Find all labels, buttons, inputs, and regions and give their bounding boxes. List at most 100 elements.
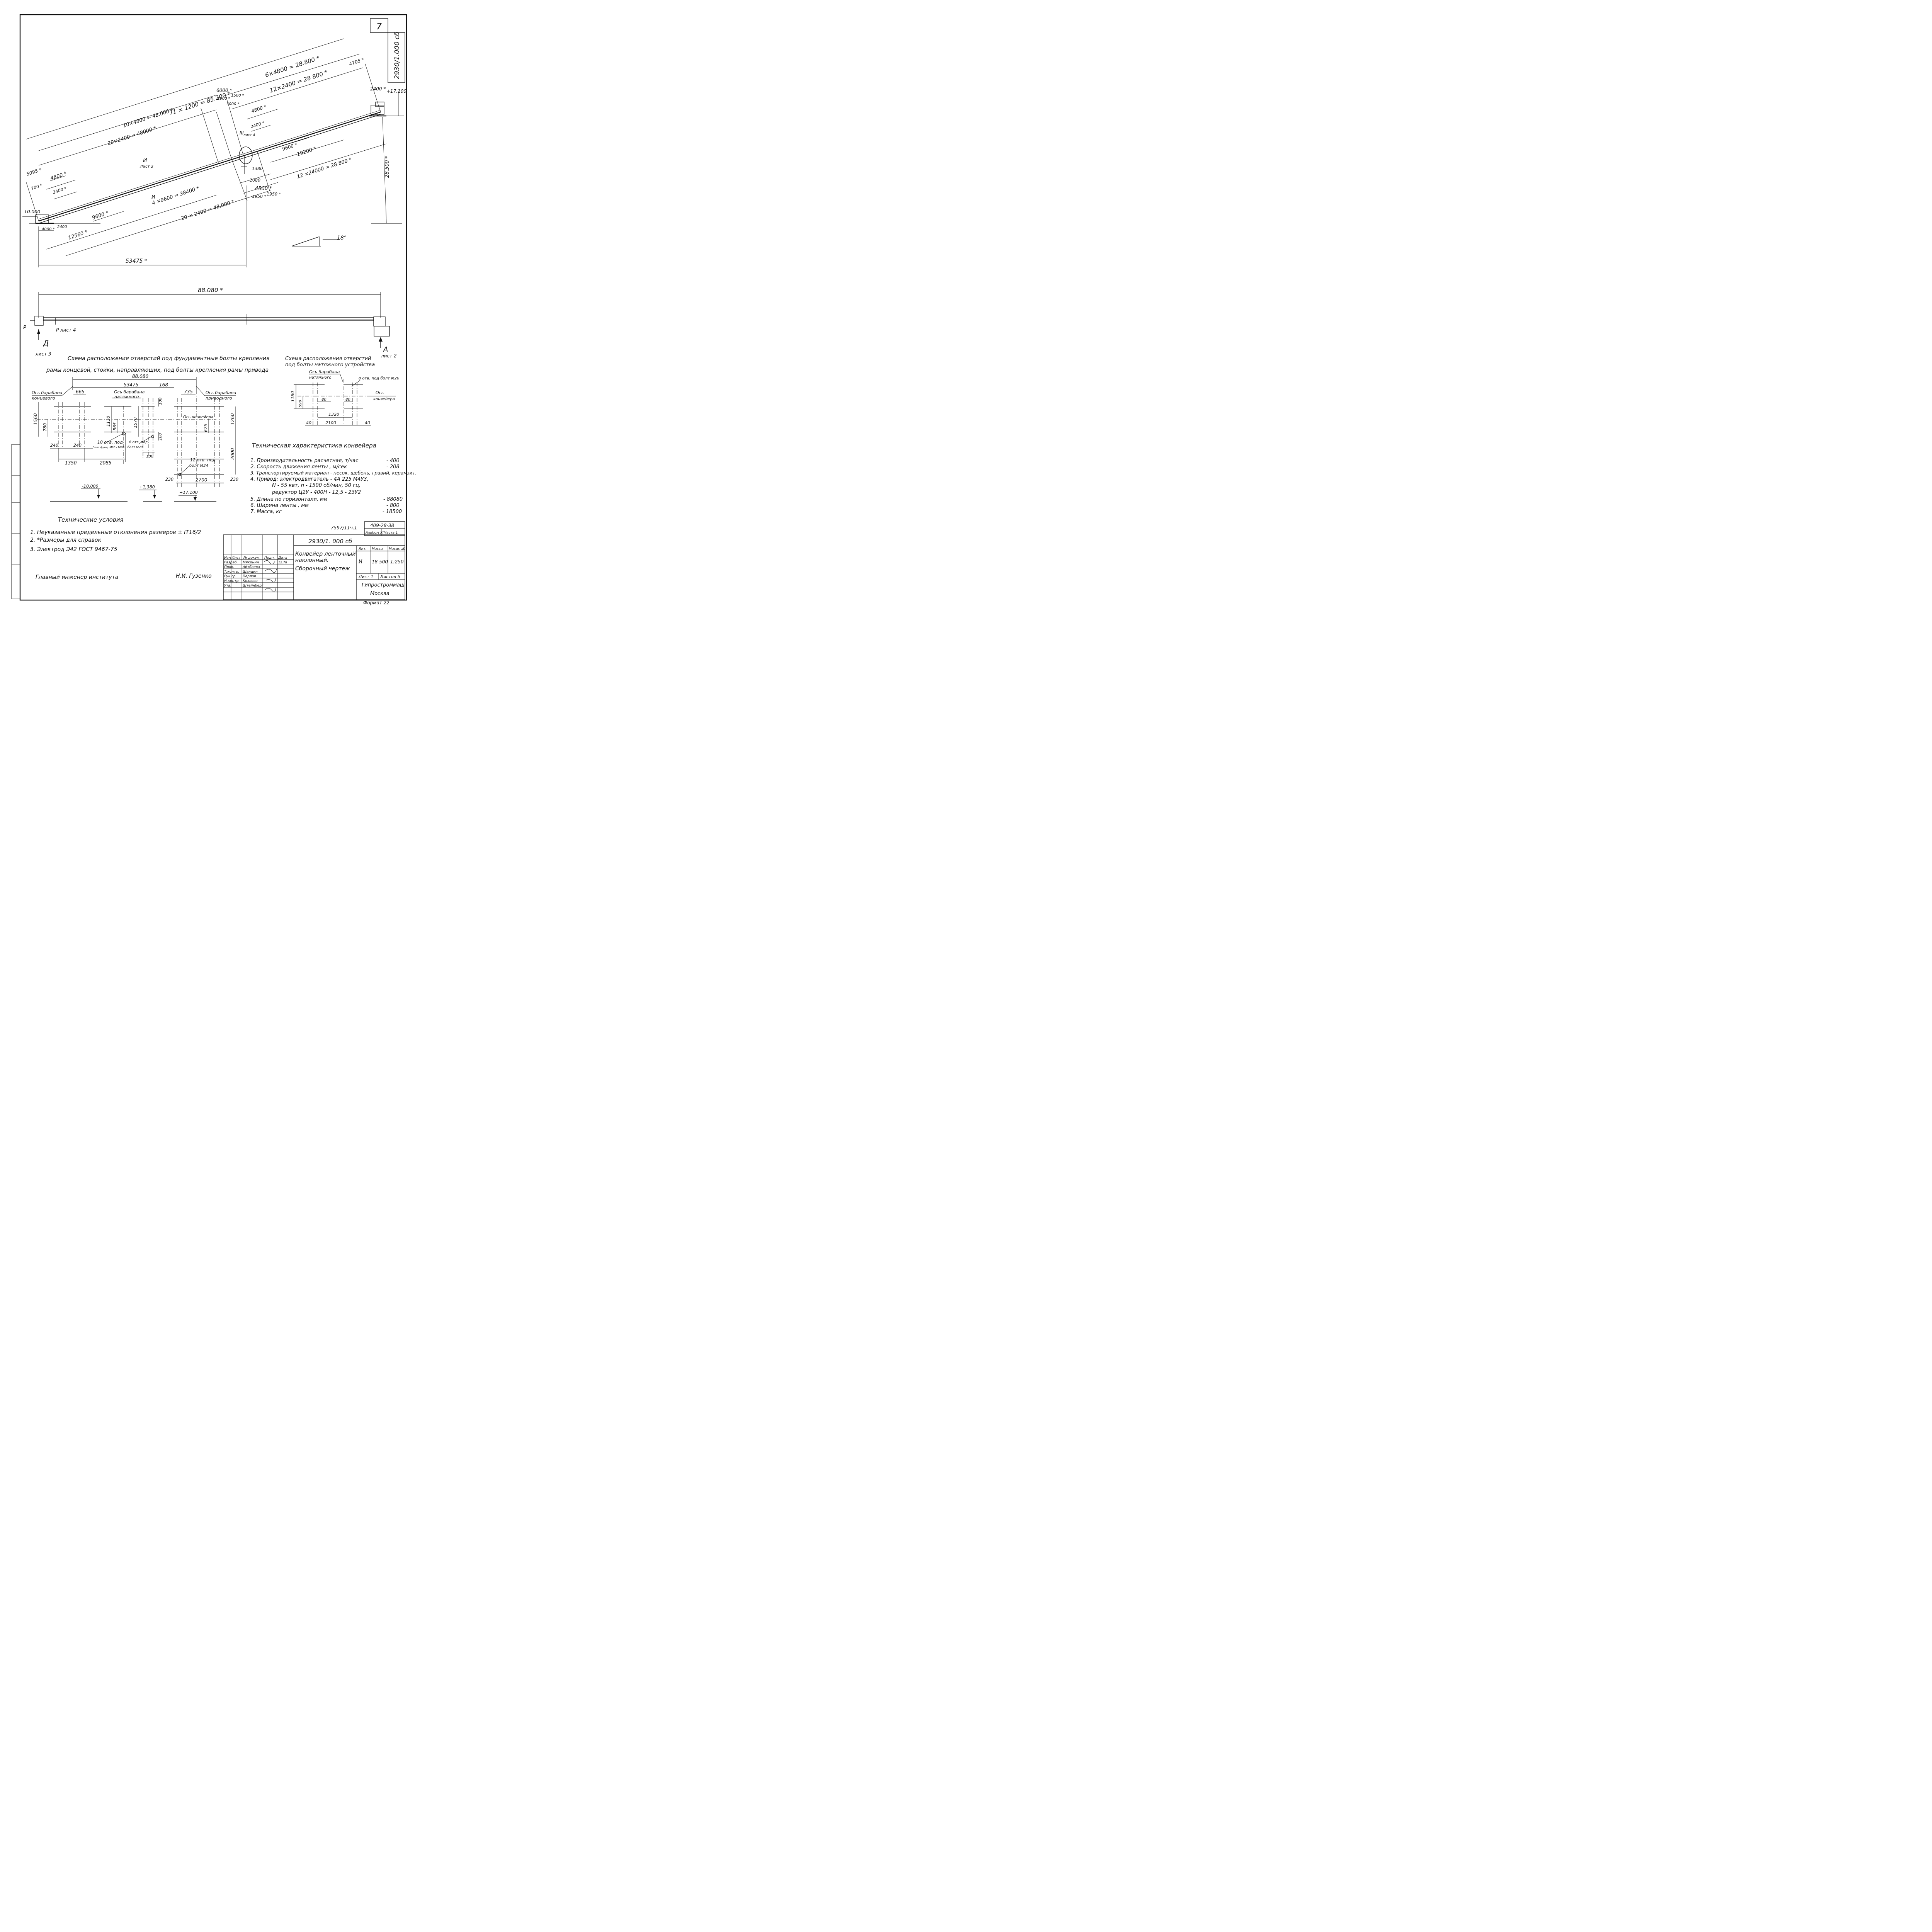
dim-4800-left: 4800 * <box>50 171 68 182</box>
hs-665: 665 <box>76 389 85 395</box>
ts-40b: 40 <box>365 420 370 425</box>
dim-20x2400-lower: 20 × 2400 = 48.000 * <box>180 199 235 222</box>
angle-label: 18° <box>337 235 347 241</box>
ts-conv-axis: Ось <box>376 390 384 395</box>
dim-20x2400: 20×2400 = 48000 * <box>107 126 157 147</box>
angle-slope <box>291 236 319 247</box>
ts-80a: 80 <box>321 398 327 402</box>
hs-2085: 2085 <box>100 460 112 466</box>
dim-28500: 28.500 * <box>384 156 390 178</box>
spec-line: N - 55 квт, n - 1500 об/мин, 50 гц, <box>272 483 361 488</box>
chief-engineer-name: Н.И. Гузенко <box>176 573 212 579</box>
signature-mark <box>265 568 277 573</box>
dim-700: 700 * <box>31 183 43 191</box>
spec-line: редуктор Ц2У - 400Н - 12,5 - 23У2 <box>272 490 361 495</box>
tension-scheme-title-1: Схема расположения отверстий <box>285 356 371 362</box>
tb-mass-label: Масса <box>372 547 383 551</box>
drawing-sheet: 7 2930/1.000 сб <box>11 14 417 605</box>
dim-4800-mid: 4800 * <box>251 104 267 114</box>
hs-53475: 53475 <box>124 382 138 388</box>
dim-1950b: 1950 * <box>267 192 281 197</box>
sheet-frame <box>19 14 407 601</box>
tb-format: Формат 22 <box>363 600 389 605</box>
tb-name: Мякинин <box>243 561 259 565</box>
tension-scheme-title-2: под болты натяжного устройства <box>285 362 375 368</box>
spec-line: 6. Ширина ленты , мм <box>250 503 309 509</box>
hs-holes10-sub: болт фунд. М20×1000 <box>93 446 125 449</box>
dim-9600-left: 9600 * <box>92 210 110 221</box>
elev-top: +17.100 <box>386 88 406 94</box>
tension-scheme-drawing <box>294 374 396 426</box>
tb-name: Штейнберг <box>243 584 264 588</box>
hs-230a: 230 <box>165 477 173 482</box>
dim-1950a: 1950 * <box>252 194 266 199</box>
hs-holes8-sub: болт М20 <box>128 446 143 449</box>
hs-240b: 240 <box>73 443 82 448</box>
dim-1080: 1080 <box>250 178 260 183</box>
dim-line-total <box>26 38 344 139</box>
dim-4500: 4500 * <box>255 186 272 192</box>
conveyor-elevation <box>22 38 404 267</box>
dim-5095: 5095 * <box>26 167 43 177</box>
tb-part: Часть 1 <box>384 531 398 535</box>
spec-line: 1. Производительность расчетная, т/час <box>250 458 358 464</box>
tb-name: Перлов <box>243 575 256 578</box>
plan-drive-end <box>373 316 386 327</box>
tb-role: Утв. <box>224 584 231 588</box>
tb-role: Т.контр. <box>224 570 239 574</box>
hs-230b: 230 <box>230 477 238 482</box>
spec-value: - 18500 <box>383 509 402 515</box>
ts-axis: Ось барабана <box>309 369 340 374</box>
hs-lev3: +17,100 <box>179 490 198 495</box>
ts-1320: 1320 <box>328 412 339 417</box>
tb-org-1: Гипростроммаш <box>362 582 405 588</box>
dim-3000: 3000 * <box>226 102 240 106</box>
dim-2400-mid: 2400 * <box>250 120 265 129</box>
ts-590: 590 <box>298 400 303 407</box>
ts-holes: 8 отв. под болт М20 <box>359 376 400 381</box>
tension-scheme-labels: Ось барабана натяжного 8 отв. под болт М… <box>290 369 400 425</box>
spec-line: 3. Транспортируемый материал - песок, ще… <box>250 470 417 476</box>
spec-line: 5. Длина по горизонтали, мм <box>250 497 328 502</box>
plan-d-sheet: лист 3 <box>35 351 51 357</box>
holes-scheme-title-2: рамы концевой, стойки, направляющих, под… <box>46 367 269 373</box>
tb-date: 12.78 <box>278 561 287 564</box>
tb-name-2: наклонный. <box>295 557 329 563</box>
sheet-number-box <box>370 18 388 33</box>
ts-1180: 1180 <box>290 391 295 402</box>
spec-value: - 88080 <box>383 497 403 502</box>
dim-12x24000: 12 ×24000 = 28.800 * <box>296 157 353 180</box>
signature-mark <box>265 588 276 592</box>
hs-axis-end-sub: концевого <box>32 396 55 401</box>
spec-line: 2. Скорость движения ленты , м/сек <box>250 464 347 470</box>
hs-1560: 1560 <box>33 413 38 425</box>
condition-item: 2. *Размеры для справок <box>30 537 101 543</box>
plan-r-left: Р <box>23 325 26 331</box>
conveyor-belt-lower <box>38 114 381 224</box>
tb-hdr: Подп. <box>264 556 275 560</box>
foundation-hole <box>151 435 154 438</box>
specs-title: Техническая характеристика конвейера <box>252 442 376 449</box>
title-block: 409-28-38 Альбом XI Часть 1 7597/11ч.1 И… <box>223 521 405 605</box>
hs-168: 168 <box>159 382 168 388</box>
hs-lev2: +1,380 <box>139 485 155 490</box>
tb-role: Разраб. <box>224 561 238 565</box>
hs-axis-drive-sub: приводного <box>206 396 232 401</box>
hs-axis-drive: Ось барабана <box>206 390 236 395</box>
section-III-sheet: лист 4 <box>243 133 255 137</box>
dim-2400-bottom: 2400 <box>57 225 67 229</box>
tb-name-1: Конвейер ленточный <box>295 551 356 557</box>
chief-engineer-role: Главный инженер института <box>36 574 118 580</box>
foundation-hole <box>178 473 181 476</box>
tb-name: Козлова <box>243 579 258 583</box>
plan-a-sheet: лист 2 <box>381 353 397 359</box>
plan-dim-88080: 88.080 * <box>198 287 223 294</box>
hs-100a: 100 <box>158 398 163 405</box>
dim-53475: 53475 * <box>126 258 147 264</box>
drive-station <box>371 105 384 115</box>
hs-240a: 240 <box>50 443 58 448</box>
hs-lev1: -10,000 <box>82 484 98 489</box>
tb-sheet: Лист 1 <box>358 574 373 579</box>
dim-4x9600: 4 ×9600 = 38400 * <box>151 185 200 206</box>
tb-inv: 7597/11ч.1 <box>331 525 357 531</box>
